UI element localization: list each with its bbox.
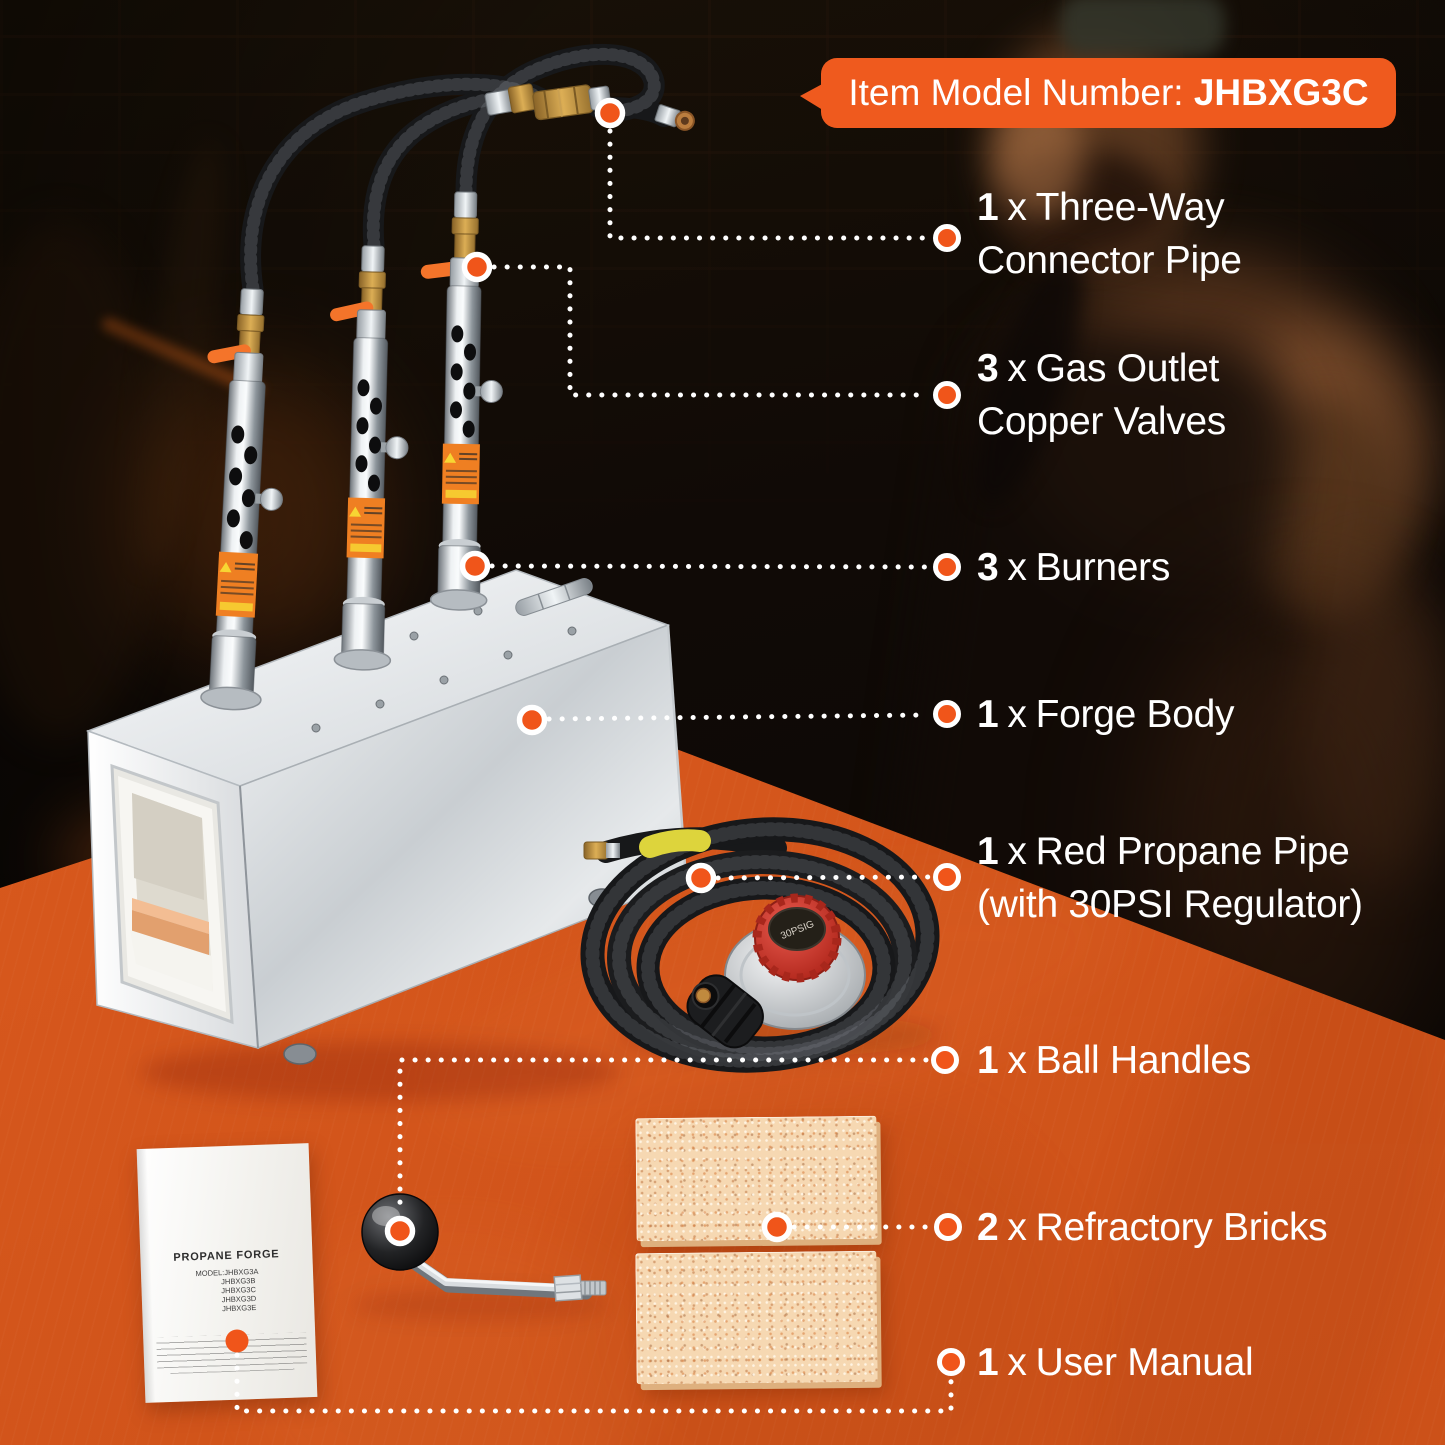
callout-text: Forge Body (1035, 693, 1235, 736)
dot-copper-valve-icon (461, 251, 493, 283)
caution-label (346, 497, 386, 559)
callout-text: Red Propane Pipe (1035, 830, 1350, 873)
callout-qty: 1 (977, 1341, 999, 1384)
callout-times: x (1007, 693, 1027, 736)
three-way-connector-pipe (484, 83, 695, 131)
red-propane-pipe: 30PSIG (580, 817, 940, 1073)
dot-user-manual-icon (225, 1329, 249, 1353)
callout-times: x (1007, 1039, 1027, 1082)
copper-outlet-tip (654, 104, 695, 131)
callout-text: Three-Way (1035, 186, 1225, 229)
callout-times: x (1007, 186, 1027, 229)
callout-qty: 3 (977, 546, 999, 589)
callout-times: x (1007, 546, 1027, 589)
yellow-band (639, 829, 711, 858)
leader-user-manual (234, 1352, 954, 1414)
forge-body (85, 569, 688, 1065)
callout-text: (with 30PSI Regulator) (977, 883, 1363, 926)
regulator: 30PSIG (724, 893, 866, 1030)
burners (200, 191, 503, 711)
callout-times: x (1007, 1341, 1027, 1384)
burner (420, 191, 503, 611)
caution-label (441, 443, 480, 505)
dot-three-way-icon (594, 97, 626, 129)
ring-forge-body-icon (933, 700, 961, 728)
leader-burners (489, 563, 931, 570)
hose-end-fitting (583, 841, 620, 860)
callout-text: Refractory Bricks (1035, 1206, 1328, 1249)
badge-tail-icon (800, 82, 826, 112)
leader-three-way (607, 128, 931, 241)
callout-text: Gas Outlet (1035, 347, 1220, 390)
callout-text: Burners (1035, 546, 1171, 589)
model-number-badge: Item Model Number: JHBXG3C (800, 58, 1396, 128)
ring-ball-handle-icon (931, 1046, 959, 1074)
callout-qty: 1 (977, 1039, 999, 1082)
ring-propane-pipe-icon (933, 863, 961, 891)
dot-brick-icon (761, 1211, 793, 1243)
callout-times: x (1007, 830, 1027, 873)
lid-hinge-icon (515, 578, 593, 616)
callout-text: User Manual (1035, 1341, 1254, 1384)
badge-prefix: Item Model Number: (848, 72, 1194, 113)
burner (330, 245, 409, 671)
callout-text: Ball Handles (1035, 1039, 1252, 1082)
ring-copper-valves-icon (933, 381, 961, 409)
callout-qty: 1 (977, 186, 999, 229)
badge-model: JHBXG3C (1193, 72, 1369, 113)
callout-text: Connector Pipe (977, 239, 1242, 282)
callout-times: x (1007, 1206, 1027, 1249)
ring-bricks-icon (934, 1213, 962, 1241)
leader-copper-valves (491, 264, 931, 398)
ring-burners-icon (933, 553, 961, 581)
dot-propane-pipe-icon (685, 862, 717, 894)
dot-burner-icon (459, 550, 491, 582)
callout-text: Copper Valves (977, 400, 1227, 443)
dot-ball-handle-icon (384, 1215, 416, 1247)
ring-user-manual-icon (937, 1348, 965, 1376)
callout-qty: 1 (977, 693, 999, 736)
leader-ball-handle (397, 1057, 929, 1209)
qcc-tank-fitting (686, 974, 764, 1049)
ring-three-way-icon (933, 224, 961, 252)
callout-times: x (1007, 347, 1027, 390)
caution-label (215, 551, 259, 618)
leader-forge-body (546, 712, 931, 722)
callout-qty: 2 (977, 1206, 999, 1249)
callout-qty: 3 (977, 347, 999, 390)
forge-opening (110, 763, 234, 1025)
burner (200, 288, 283, 711)
screws (311, 606, 577, 733)
callout-qty: 1 (977, 830, 999, 873)
dot-forge-body-icon (516, 704, 548, 736)
leader-propane-pipe (715, 874, 931, 881)
